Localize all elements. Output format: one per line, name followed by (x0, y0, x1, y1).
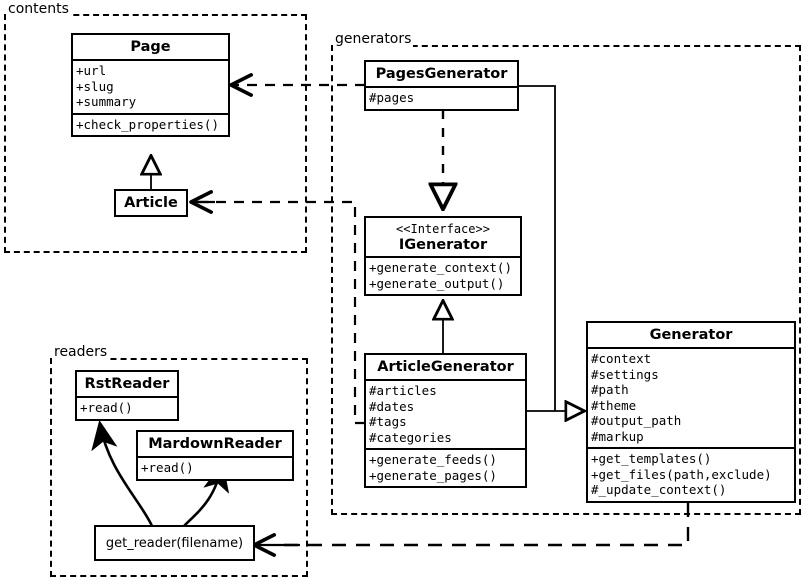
method: +get_templates() (591, 451, 712, 466)
class-methods-igenerator: +generate_context() +generate_output() (366, 258, 520, 294)
attribute: #tags (369, 414, 407, 429)
class-separator (77, 396, 177, 398)
class-attributes-page: +url +slug +summary (73, 61, 228, 113)
class-box-rst-reader[interactable]: RstReader +read() (75, 370, 179, 421)
class-box-igenerator[interactable]: <<Interface>> IGenerator +generate_conte… (364, 216, 522, 296)
class-methods-mardown-reader: +read() (138, 458, 292, 479)
attribute: #path (591, 382, 629, 397)
class-separator (588, 347, 794, 349)
method: +generate_pages() (369, 467, 497, 483)
class-title-article: Article (124, 195, 178, 211)
method: +read() (80, 400, 133, 415)
class-box-pages-generator[interactable]: PagesGenerator #pages (364, 60, 519, 111)
attribute: #theme (591, 397, 637, 413)
package-contents-frame (4, 14, 307, 253)
attribute: #categories (369, 429, 452, 445)
class-box-page[interactable]: Page +url +slug +summary +check_properti… (71, 33, 230, 137)
class-box-generator[interactable]: Generator #context #settings #path #them… (586, 321, 796, 503)
class-title-mardown-reader: MardownReader (148, 436, 282, 452)
class-title-page: Page (130, 39, 171, 55)
class-separator (73, 59, 228, 61)
attribute: +slug (76, 78, 114, 94)
class-title-generator: Generator (649, 327, 733, 343)
class-separator (366, 448, 525, 450)
class-attributes-generator: #context #settings #path #theme #output_… (588, 349, 794, 447)
function-label-get-reader: get_reader(filename) (105, 535, 244, 551)
class-title-article-generator: ArticleGenerator (377, 359, 514, 375)
method: +generate_output() (369, 275, 505, 291)
attribute: +url (76, 63, 107, 78)
class-title-igenerator: <<Interface>> IGenerator (366, 218, 520, 256)
attribute: #context (591, 351, 652, 366)
method: +check_properties() (76, 116, 219, 132)
attribute: #pages (369, 90, 415, 105)
class-title-rst-reader: RstReader (84, 376, 170, 392)
class-title-pages-generator: PagesGenerator (375, 66, 508, 82)
class-stereotype-igenerator: <<Interface>> (396, 222, 490, 236)
class-box-article-generator[interactable]: ArticleGenerator #articles #dates #tags … (364, 353, 527, 488)
class-separator (138, 456, 292, 458)
attribute: #dates (369, 398, 415, 414)
method: +generate_feeds() (369, 452, 497, 467)
package-contents-label: contents (6, 1, 71, 17)
class-name-igenerator: IGenerator (398, 237, 488, 253)
class-separator (366, 379, 525, 381)
method: +get_files(path,exclude) (591, 466, 772, 482)
class-separator (73, 112, 228, 115)
method: +read() (141, 460, 194, 475)
attribute: #articles (369, 383, 437, 398)
class-box-mardown-reader[interactable]: MardownReader +read() (136, 430, 294, 481)
attribute: +summary (76, 94, 137, 109)
method: +generate_context() (369, 260, 512, 275)
class-methods-generator: +get_templates() +get_files(path,exclude… (588, 449, 794, 501)
class-separator (588, 447, 794, 449)
class-attributes-article-generator: #articles #dates #tags #categories (366, 381, 525, 448)
attribute: #output_path (591, 413, 682, 428)
package-readers-label: readers (52, 344, 110, 360)
class-methods-rst-reader: +read() (77, 398, 177, 419)
class-separator (366, 86, 517, 88)
attribute: #settings (591, 366, 659, 382)
class-methods-article-generator: +generate_feeds() +generate_pages() (366, 450, 525, 486)
class-attributes-pages-generator: #pages (366, 88, 517, 109)
class-methods-page: +check_properties() (73, 115, 228, 136)
package-readers-frame (50, 358, 308, 577)
method: #_update_context() (591, 482, 727, 497)
attribute: #markup (591, 428, 644, 444)
class-separator (366, 256, 520, 258)
package-generators-label: generators (333, 31, 414, 47)
class-box-article[interactable]: Article (114, 189, 188, 217)
function-box-get-reader[interactable]: get_reader(filename) (94, 525, 255, 561)
